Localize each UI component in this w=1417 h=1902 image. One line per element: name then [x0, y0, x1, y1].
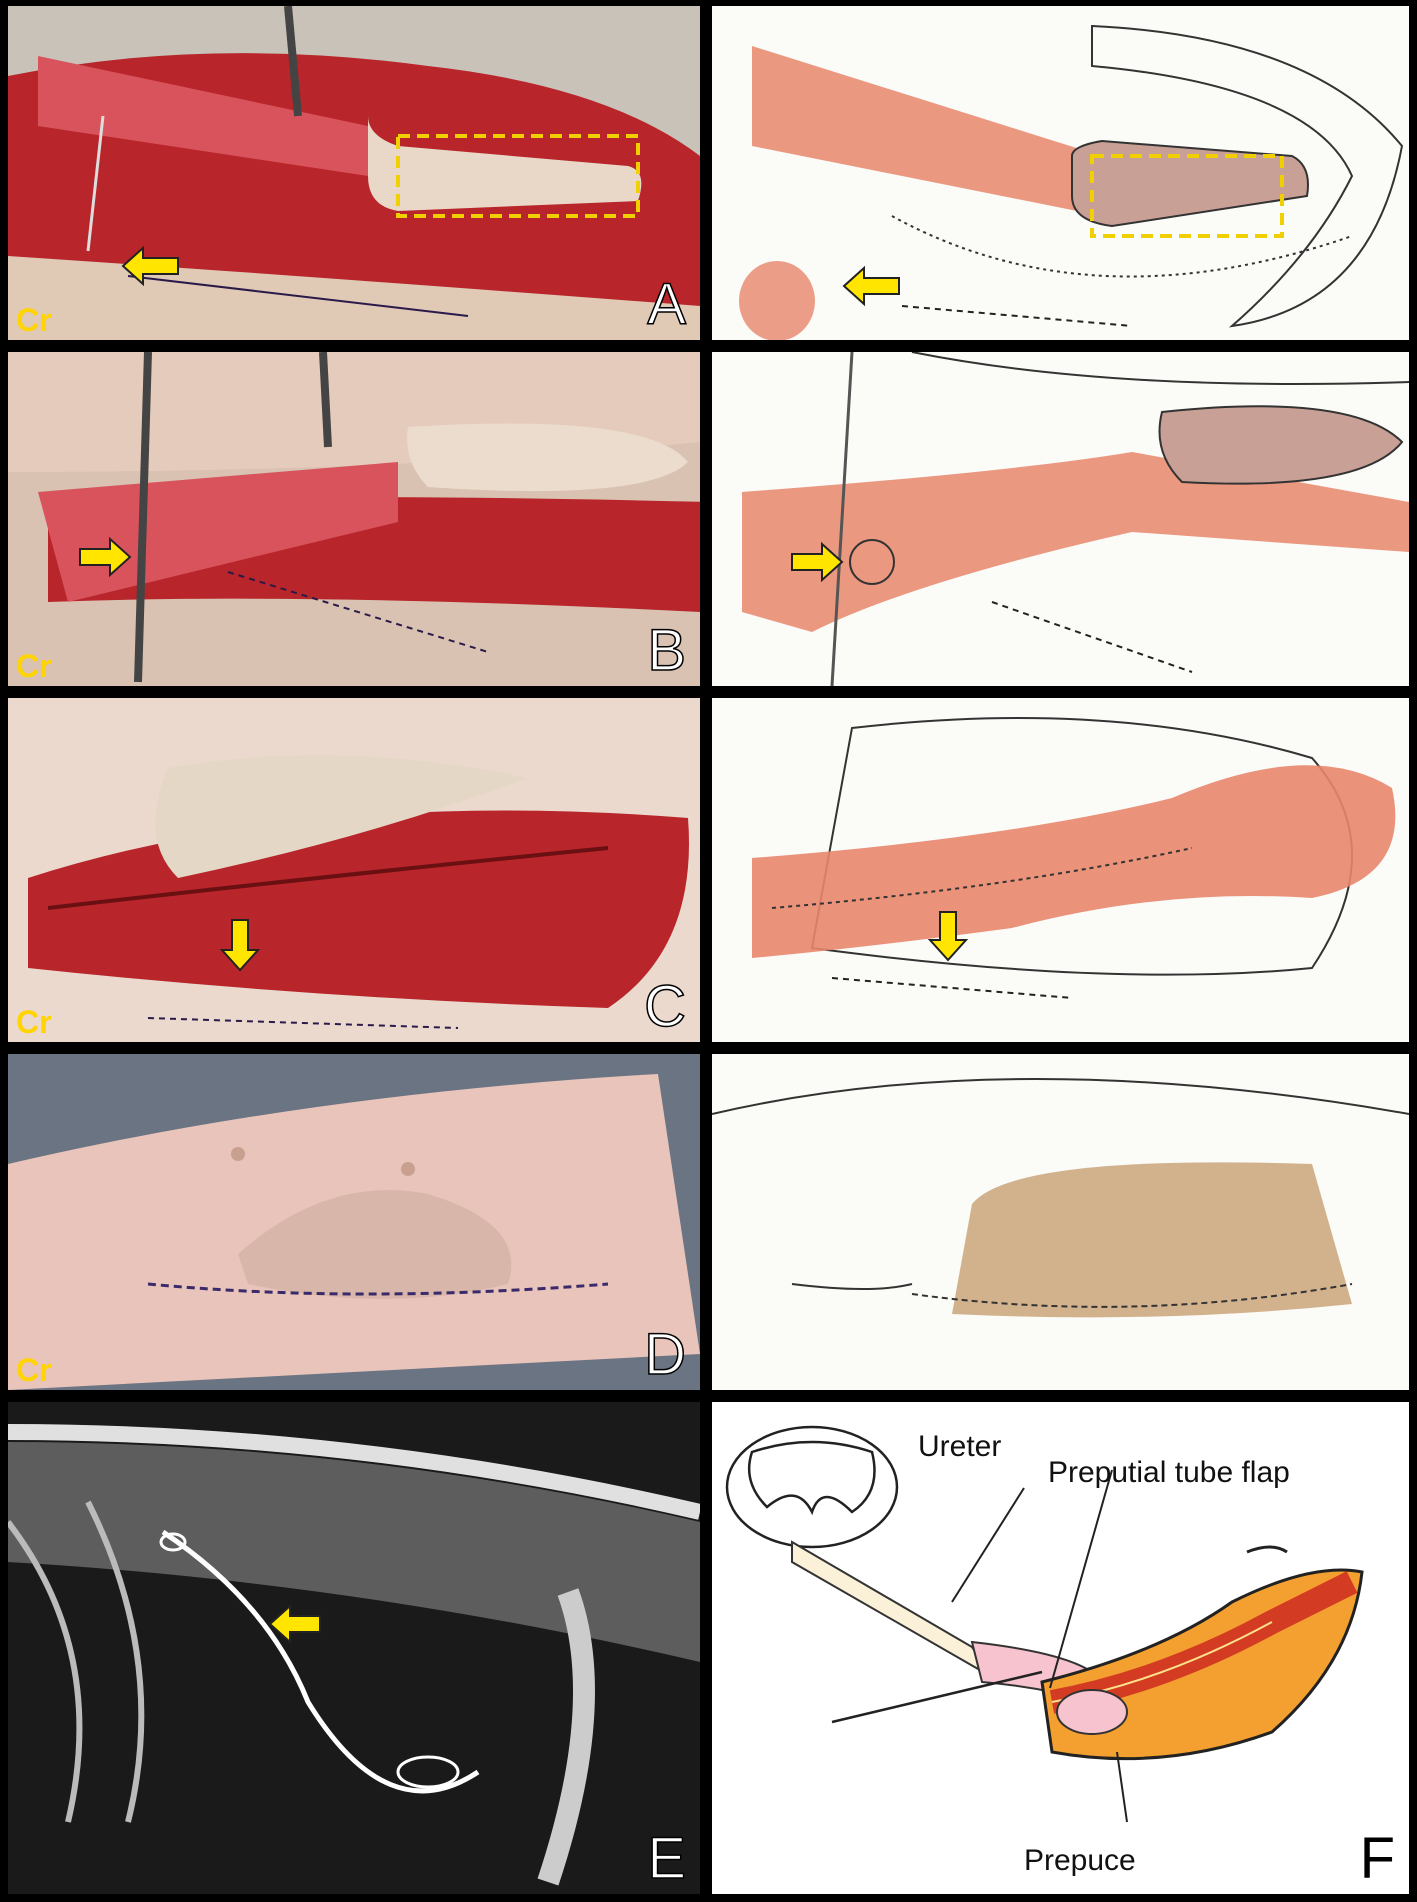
prepuce-label: Prepuce: [1024, 1844, 1136, 1877]
orientation-label: Cr: [16, 648, 52, 684]
surgical-photo-b: [8, 352, 700, 686]
panel-d-drawing: [712, 1054, 1409, 1390]
panel-letter: E: [647, 1826, 687, 1891]
illustration-a: [739, 24, 1404, 340]
orientation-label: Cr: [16, 1004, 52, 1040]
panel-b-photo: Cr B: [8, 352, 700, 686]
panel-letter: B: [647, 618, 687, 683]
orientation-label: Cr: [16, 1352, 52, 1388]
panel-c-photo: Cr C: [8, 698, 700, 1042]
illustration-d: [712, 1078, 1409, 1318]
arrow-icon: [219, 919, 261, 972]
orientation-label: Cr: [16, 302, 52, 338]
surgical-photo-a: [8, 6, 700, 340]
arrow-icon: [79, 536, 132, 578]
arrow-icon: [842, 265, 900, 307]
panel-letter: C: [643, 974, 686, 1039]
panel-a-photo: Cr A: [8, 6, 700, 340]
illustration-c: [752, 717, 1396, 999]
arrow-icon: [927, 911, 969, 962]
arrow-icon: [791, 541, 844, 583]
panel-e-radiograph: E: [8, 1402, 700, 1894]
panel-letter: A: [647, 272, 687, 337]
arrow-icon: [268, 1603, 321, 1645]
panel-f-diagram: Ureter Preputial tube flap Prepuce F: [712, 1402, 1409, 1894]
panel-b-drawing: [712, 352, 1409, 686]
arrow-icon: [121, 245, 179, 287]
panel-c-drawing: [712, 698, 1409, 1042]
panel-letter: D: [643, 1322, 686, 1387]
illustration-b: [742, 352, 1409, 686]
panel-a-drawing: [712, 6, 1409, 340]
panel-d-photo: Cr D: [8, 1054, 700, 1390]
panel-letter: F: [1359, 1826, 1395, 1891]
schematic-diagram: [725, 1425, 1364, 1823]
preputial-tube-flap-label: Preputial tube flap: [1048, 1456, 1290, 1489]
ureter-label: Ureter: [918, 1430, 1002, 1463]
surgical-photo-c: [8, 698, 700, 1042]
xray-image: [8, 1402, 700, 1894]
surgical-photo-d: [8, 1054, 700, 1390]
